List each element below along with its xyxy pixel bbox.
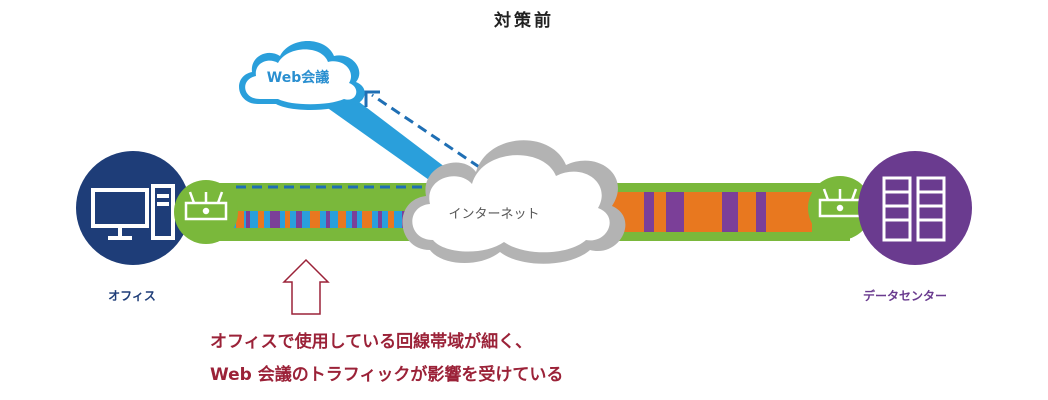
- datacenter-label: データセンター: [862, 289, 947, 303]
- office-node: [76, 151, 190, 265]
- web-meeting-label: Web会議: [266, 70, 330, 86]
- router-icon: [184, 191, 228, 221]
- computer-icon: [91, 184, 175, 240]
- arrow-head-icon: [364, 90, 380, 107]
- datacenter-node: [858, 151, 972, 265]
- office-traffic-band: [232, 211, 432, 228]
- caption-line-2: Web 会議のトラフィックが影響を受けている: [210, 365, 564, 385]
- office-label: オフィス: [108, 289, 156, 303]
- page-title: 対策前: [494, 11, 554, 31]
- internet-cloud-icon: [402, 140, 626, 264]
- server-icon: [882, 176, 946, 242]
- web-meeting-dashed-arrow: [371, 93, 507, 187]
- caption-line-1: オフィスで使用している回線帯域が細く、: [210, 332, 533, 352]
- office-router: [174, 180, 238, 244]
- web-meeting-link: [322, 92, 462, 192]
- internet-label: インターネット: [448, 207, 540, 222]
- web-meeting-cloud-icon: [239, 41, 365, 110]
- datacenter-traffic-band: [612, 192, 812, 232]
- arrow-up-icon: [282, 258, 330, 315]
